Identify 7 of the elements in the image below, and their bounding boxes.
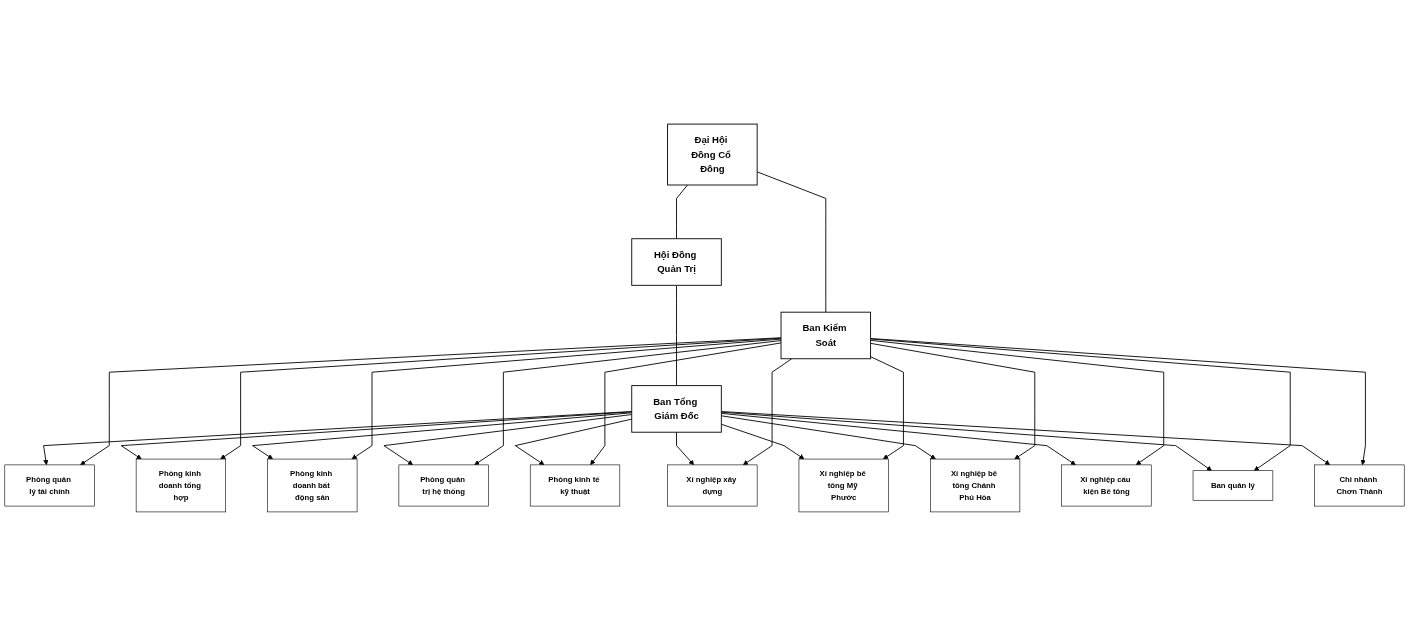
node-box: Đại Hội Đồng Cổ Đông xyxy=(667,123,758,186)
connector xyxy=(756,171,827,313)
node-box: Hội Đồng Quản Trị xyxy=(631,238,722,286)
connector xyxy=(676,284,677,387)
node-box: Ban Tổng Giám Đốc xyxy=(631,385,722,433)
connector xyxy=(676,184,688,240)
node-box: Ban Kiểm Soát xyxy=(780,311,872,360)
